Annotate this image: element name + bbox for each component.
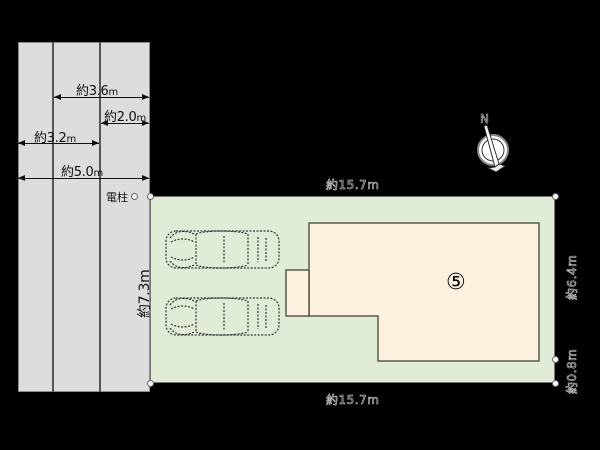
north-compass-icon xyxy=(477,124,509,173)
road-width-3-6-label: 約3.6m xyxy=(76,84,118,99)
dimension-arrow-5-0 xyxy=(18,175,149,181)
boundary-marker-icon xyxy=(552,193,559,200)
dimension-arrow-3-2 xyxy=(18,140,99,146)
boundary-marker-icon xyxy=(552,356,559,363)
road xyxy=(18,42,150,392)
building-annex xyxy=(285,269,310,317)
lot-bottom-width-label: 約15.7m xyxy=(326,393,380,408)
car-icon xyxy=(165,230,280,269)
utility-pole-label: 電柱 xyxy=(106,191,128,204)
road-lane-line xyxy=(52,42,54,392)
dimension-arrow-3-6 xyxy=(54,94,149,100)
utility-pole-icon xyxy=(131,193,138,200)
arrowhead-left-icon xyxy=(101,120,108,126)
lot-top-width-label: 約15.7m xyxy=(326,178,380,193)
arrowhead-right-icon xyxy=(142,94,149,100)
lot-number: ⑤ xyxy=(446,270,466,295)
arrowhead-left-icon xyxy=(18,140,25,146)
dimension-arrow-2-0 xyxy=(101,120,149,126)
compass-north-label: N xyxy=(480,112,490,127)
arrowhead-left-icon xyxy=(54,94,61,100)
boundary-marker-icon xyxy=(147,193,154,200)
lot-left-depth-label: 約7.3m xyxy=(137,269,153,318)
arrowhead-right-icon xyxy=(92,140,99,146)
building-footprint xyxy=(308,222,540,362)
lot-right-depth-upper-label: 約6.4m xyxy=(565,254,580,300)
boundary-marker-icon xyxy=(147,380,154,387)
boundary-marker-icon xyxy=(552,380,559,387)
arrowhead-left-icon xyxy=(18,175,25,181)
arrowhead-right-icon xyxy=(142,120,149,126)
road-width-5-0-label: 約5.0m xyxy=(61,165,103,180)
road-width-2-0-label: 約2.0m xyxy=(104,110,146,125)
road-width-3-2-label: 約3.2m xyxy=(34,131,76,146)
lot-right-depth-lower-label: 約0.8m xyxy=(565,348,580,394)
car-icon xyxy=(165,297,280,336)
arrowhead-right-icon xyxy=(142,175,149,181)
road-lane-line xyxy=(99,42,101,392)
